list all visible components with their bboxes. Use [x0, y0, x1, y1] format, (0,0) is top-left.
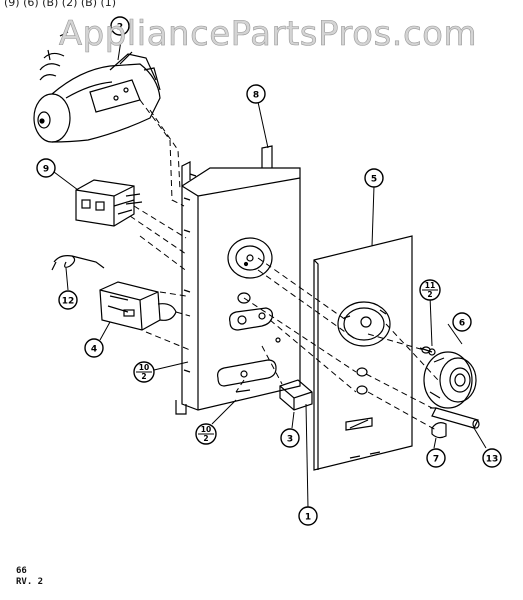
callout-2-label: 2 [117, 23, 123, 33]
callout-12-label: 12 [62, 297, 75, 307]
callout-2: 2 [110, 16, 130, 36]
leader-lines [53, 33, 487, 509]
callout-3-label: 3 [287, 435, 293, 445]
callout-13-label: 13 [486, 455, 499, 465]
callout-7-label: 7 [433, 455, 439, 465]
callout-11: 11 2 [419, 279, 441, 301]
callout-6-label: 6 [459, 319, 465, 329]
callout-9-label: 9 [43, 165, 49, 175]
callout-4-label: 4 [91, 345, 97, 355]
pin [430, 407, 480, 429]
control-knob [423, 351, 477, 409]
footer-line-2: RV. 2 [16, 577, 44, 587]
small-clip [279, 379, 313, 411]
callout-11-num: 11 [425, 281, 435, 290]
callout-8: 8 [246, 84, 266, 104]
callout-1-label: 1 [305, 513, 311, 523]
spring-clip [51, 255, 105, 271]
callout-12: 12 [58, 290, 78, 310]
callout-10-upper-den: 2 [141, 372, 146, 381]
callout-4: 4 [84, 338, 104, 358]
callout-6: 6 [452, 312, 472, 332]
timer-motor [33, 31, 161, 143]
callout-10-upper: 10 2 [133, 361, 155, 383]
button-cap [431, 422, 447, 439]
callout-8-label: 8 [253, 91, 259, 101]
callout-3: 3 [280, 428, 300, 448]
callout-9: 9 [36, 158, 56, 178]
callout-5: 5 [364, 168, 384, 188]
callout-7: 7 [426, 448, 446, 468]
callout-10-lower-num: 10 [201, 425, 211, 434]
footer-code: 66 RV. 2 [16, 566, 43, 588]
actuator-switch [99, 281, 177, 331]
callout-10-lower: 10 2 [195, 423, 217, 445]
callout-11-den: 2 [427, 290, 432, 299]
footer-line-1: 66 [16, 566, 27, 576]
callout-10-upper-num: 10 [139, 363, 149, 372]
callout-13: 13 [482, 448, 502, 468]
switch-block [75, 179, 143, 227]
callout-1: 1 [298, 506, 318, 526]
face-plate [313, 235, 413, 471]
callout-10-lower-den: 2 [203, 434, 208, 443]
main-bracket [175, 145, 301, 415]
callout-5-label: 5 [371, 175, 377, 185]
top-cut-text: (9) (6) (B) (2) (B) (1) [4, 0, 117, 9]
assembly-lines [129, 99, 439, 431]
screw [419, 346, 436, 356]
